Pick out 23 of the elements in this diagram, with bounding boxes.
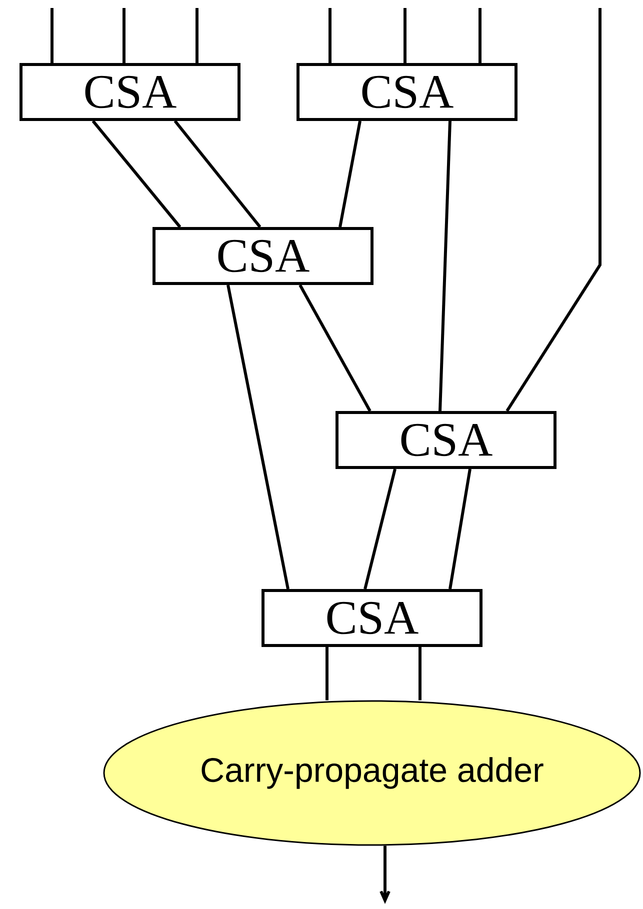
connector-line [418, 647, 422, 700]
connector-line [448, 468, 472, 590]
connector-line [438, 120, 452, 412]
csa-box: CSA [20, 62, 240, 121]
input-line [122, 8, 126, 63]
input-line [50, 8, 54, 63]
connector-line [338, 120, 362, 228]
connector-line [174, 120, 262, 228]
csa-box: CSA [296, 62, 518, 121]
output-arrow [380, 846, 390, 904]
csa-box: CSA [152, 227, 374, 285]
input-line [506, 8, 602, 412]
input-line [196, 8, 198, 63]
input-line [328, 8, 332, 63]
connector-line [92, 120, 182, 228]
input-line [404, 8, 406, 63]
connector-line [364, 468, 396, 590]
csa-box: CSA [336, 411, 556, 469]
connector-line [298, 284, 372, 412]
connector-line [326, 647, 328, 700]
connector-line [226, 284, 290, 590]
input-line [478, 8, 482, 63]
csa-box: CSA [262, 589, 482, 647]
